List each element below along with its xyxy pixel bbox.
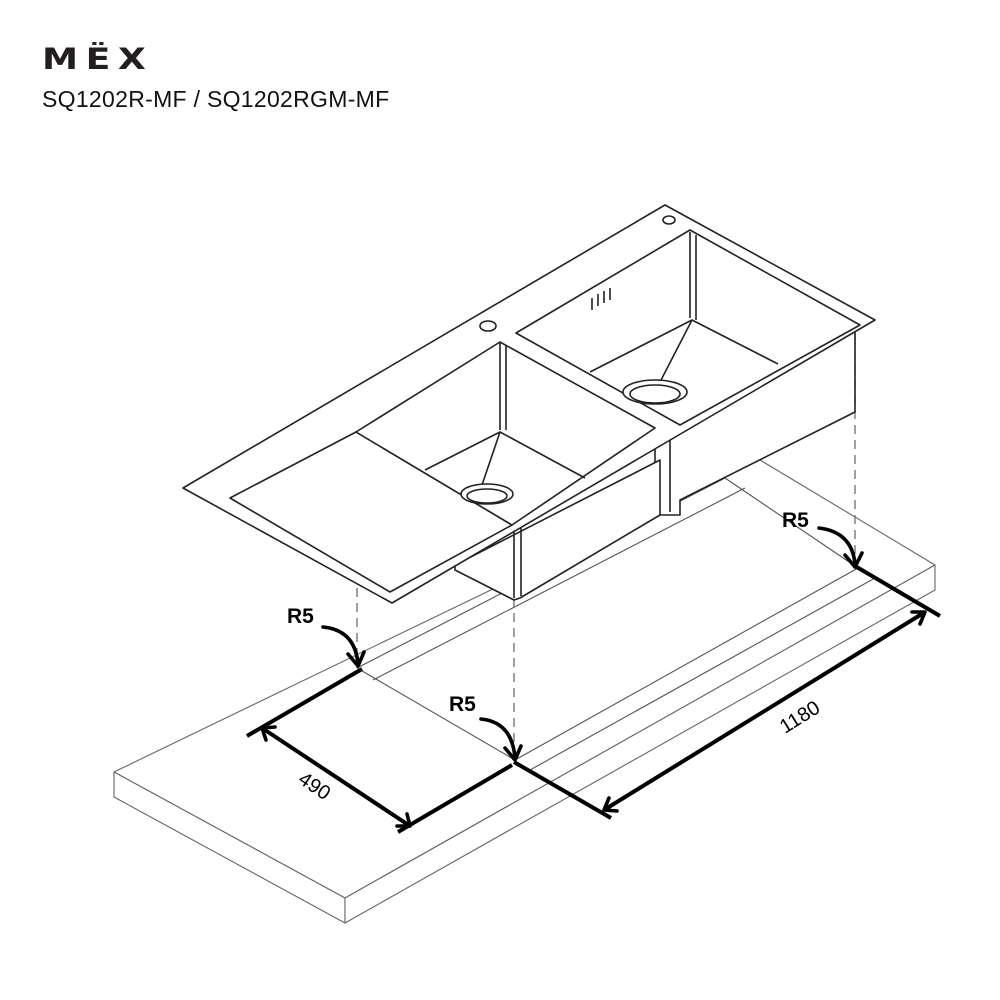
faucet-hole-right (662, 215, 676, 225)
left-bowl-drain-line (481, 431, 501, 486)
overflow-slot-icon (591, 288, 611, 310)
cutout-edge-left (356, 667, 516, 761)
radius-callout-right: R5 (782, 509, 864, 569)
dimension-line-1180 (602, 610, 927, 812)
radius-callout-left: R5 (287, 605, 366, 668)
countertop-side-face (344, 564, 936, 924)
radius-label: R5 (449, 693, 476, 716)
dimension-line-490 (260, 726, 412, 828)
cutout-inner-front (529, 577, 876, 771)
radius-label: R5 (782, 509, 809, 532)
arrowhead-icon (910, 610, 927, 626)
left-drain-inner (466, 488, 508, 504)
left-bowl-body (454, 459, 661, 601)
left-drain (460, 483, 514, 505)
cutout-edge-right (724, 477, 859, 569)
arrowhead-icon (843, 551, 864, 569)
cutout-inner-back (372, 487, 746, 681)
model-number: SQ1202R-MF / SQ1202RGM-MF (42, 86, 390, 112)
dimension-extension-center (396, 763, 514, 834)
right-drain (622, 379, 688, 405)
cutout-edge-front (514, 567, 859, 761)
brand-logo: MËX (42, 42, 154, 76)
arrowhead-icon (346, 650, 366, 668)
dimension-label-1180: 1180 (776, 697, 824, 738)
countertop (113, 459, 936, 924)
sink (182, 204, 876, 604)
radius-label: R5 (287, 605, 314, 628)
curved-arrow-icon (479, 717, 517, 760)
curved-arrow-icon (817, 526, 857, 566)
radius-callout-center: R5 (449, 693, 523, 762)
left-bowl-opening (355, 341, 656, 526)
right-bowl-drain-line (659, 319, 693, 383)
right-drain-inner (629, 384, 681, 404)
dimension-extension-back (853, 564, 942, 618)
curved-arrow-icon (321, 625, 360, 666)
faucet-hole-left (479, 320, 497, 332)
dimension-extension-front (513, 760, 612, 820)
arrowhead-icon (602, 796, 619, 813)
header: MËX SQ1202R-MF / SQ1202RGM-MF (42, 44, 389, 112)
dimension-extension-left (245, 667, 364, 738)
arrowhead-icon (260, 725, 277, 742)
arrowhead-icon (503, 744, 523, 762)
arrowhead-icon (395, 812, 412, 828)
